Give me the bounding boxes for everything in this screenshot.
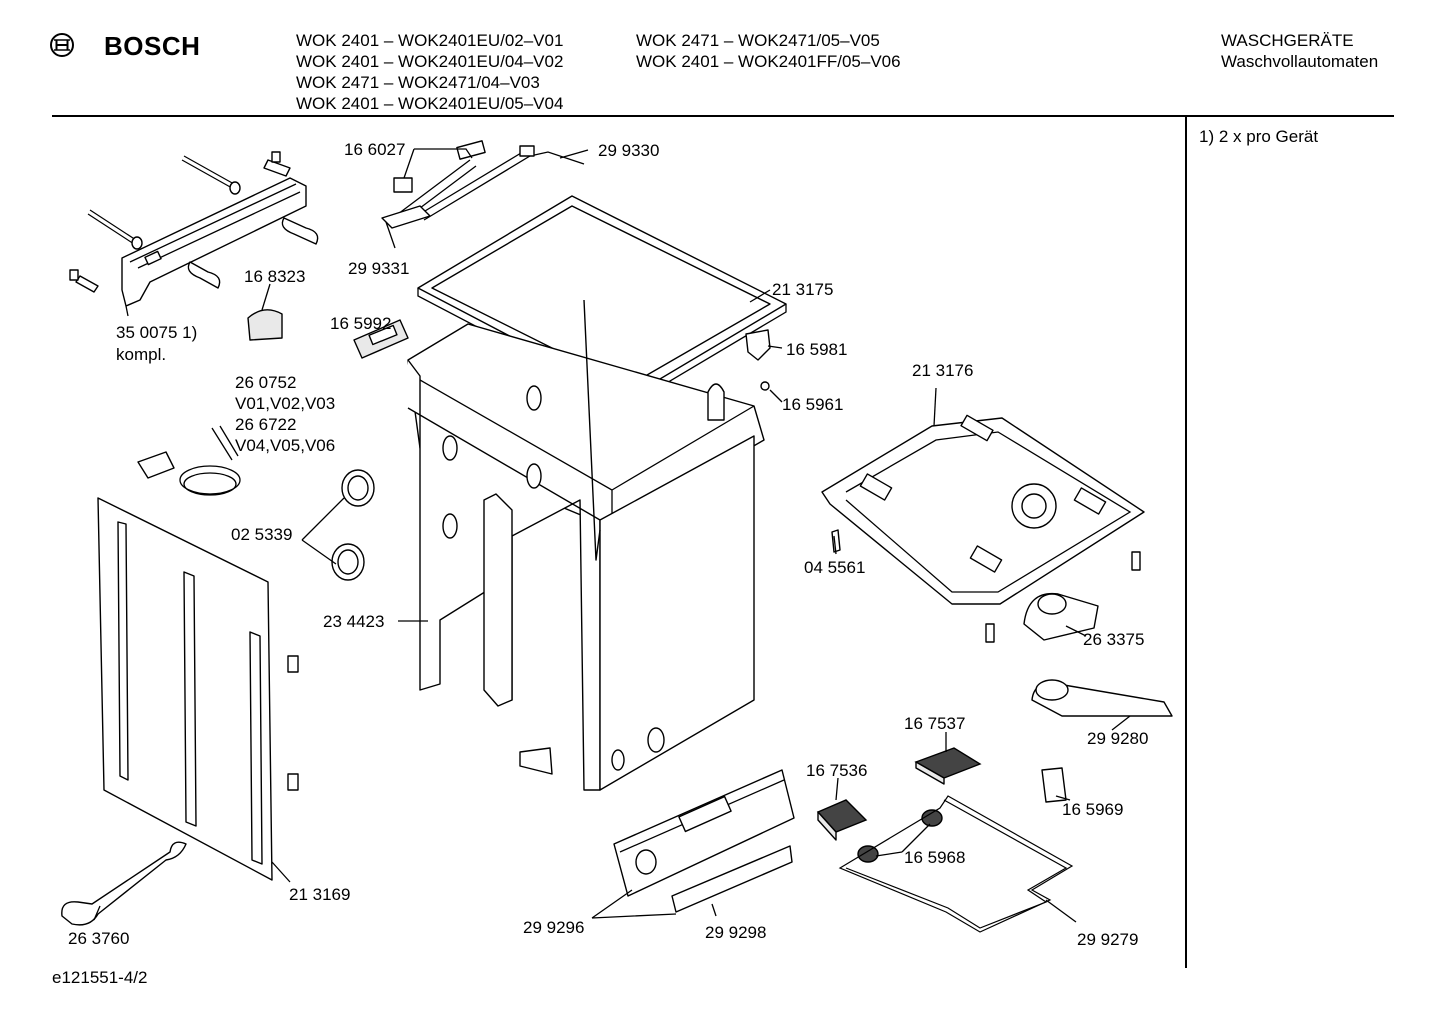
- part-label-21-3176: 21 3176: [912, 361, 974, 380]
- wrench-drawing: [61, 841, 187, 926]
- washer-drawing: [760, 381, 770, 391]
- model-line: WOK 2401 – WOK2401FF/05–V06: [636, 52, 901, 71]
- mounting-bracket-drawing: [69, 151, 319, 341]
- latch-drawing: [745, 329, 771, 361]
- part-label-26-3375: 26 3375: [1083, 630, 1145, 649]
- category-title: WASCHGERÄTE: [1221, 31, 1354, 50]
- part-label-16-7536: 16 7536: [806, 761, 868, 780]
- cabinet-frame-drawing: [407, 299, 765, 791]
- button-knob-drawing: [857, 845, 879, 863]
- part-label-16-5981: 16 5981: [786, 340, 848, 359]
- part-label-26-6722-variants: V04,V05,V06: [235, 436, 336, 455]
- model-list-1: WOK 2401 – WOK2401EU/02–V01 WOK 2401 – W…: [296, 30, 563, 114]
- category-subtitle: Waschvollautomaten: [1221, 52, 1379, 71]
- part-label-26-0752-variants: V01,V02,V03: [235, 394, 336, 413]
- model-line: WOK 2401 – WOK2401EU/05–V04: [296, 94, 564, 113]
- part-label-16-5961: 16 5961: [782, 395, 844, 414]
- wire-harness-drawing: [838, 795, 1074, 933]
- part-label-29-9298: 29 9298: [705, 923, 767, 942]
- part-label-04-5561: 04 5561: [804, 558, 866, 577]
- part-label-16-5969: 16 5969: [1062, 800, 1124, 819]
- bosch-logo-mark-icon: [50, 33, 74, 57]
- part-label-29-9330: 29 9330: [598, 141, 660, 160]
- part-label-26-3760: 26 3760: [68, 929, 130, 948]
- top-wiring-drawing: [381, 140, 585, 229]
- part-label-kompl: kompl.: [116, 345, 167, 364]
- part-label-16-5992: 16 5992: [330, 314, 392, 333]
- model-list-2: WOK 2471 – WOK2471/05–V05 WOK 2401 – WOK…: [636, 30, 901, 72]
- model-line: WOK 2471 – WOK2471/04–V03: [296, 73, 540, 92]
- part-label-21-3175: 21 3175: [772, 280, 834, 299]
- header-rule: [52, 115, 1394, 117]
- part-label-16-5968: 16 5968: [904, 848, 966, 867]
- drawing-id: e121551-4/2: [52, 968, 148, 987]
- control-panel-drawing: [613, 769, 795, 913]
- brand-name: BOSCH: [104, 31, 201, 61]
- model-line: WOK 2471 – WOK2471/05–V05: [636, 31, 880, 50]
- category-block: WASCHGERÄTE Waschvollautomaten: [1221, 30, 1378, 72]
- part-label-35-0075: 35 0075 1): [116, 323, 198, 342]
- footnote: 1) 2 x pro Gerät: [1199, 127, 1319, 146]
- leader-lines: [93, 148, 1131, 923]
- button-knob-drawing: [921, 809, 943, 827]
- part-label-16-7537: 16 7537: [904, 714, 966, 733]
- power-cord-drawing: [137, 425, 241, 496]
- part-label-16-6027: 16 6027: [344, 140, 406, 159]
- part-label-02-5339: 02 5339: [231, 525, 293, 544]
- base-frame-drawing: [821, 414, 1145, 643]
- part-label-29-9280: 29 9280: [1087, 729, 1149, 748]
- part-label-26-6722: 26 6722: [235, 415, 297, 434]
- part-label-16-8323: 16 8323: [244, 267, 306, 286]
- model-line: WOK 2401 – WOK2401EU/04–V02: [296, 52, 564, 71]
- pressure-sensor-drawing: [1041, 767, 1067, 803]
- part-label-21-3169: 21 3169: [289, 885, 351, 904]
- part-label-29-9279: 29 9279: [1077, 930, 1139, 949]
- model-line: WOK 2401 – WOK2401EU/02–V01: [296, 31, 564, 50]
- notes-divider: [1185, 117, 1187, 968]
- part-label-29-9296: 29 9296: [523, 918, 585, 937]
- bosch-logo: BOSCH: [48, 31, 208, 63]
- side-panel-drawing: [97, 497, 299, 881]
- part-label-23-4423: 23 4423: [323, 612, 385, 631]
- part-label-26-0752: 26 0752: [235, 373, 297, 392]
- part-label-29-9331: 29 9331: [348, 259, 410, 278]
